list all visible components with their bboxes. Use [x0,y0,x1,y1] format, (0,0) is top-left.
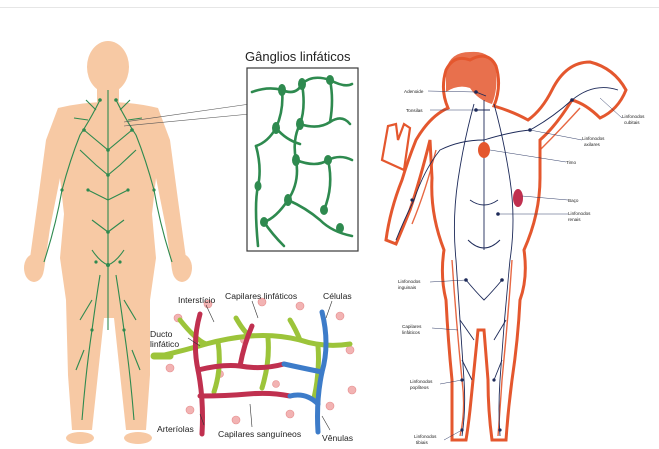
lymph-node-inset [247,68,358,251]
label-linfonodos-cubitais-2: cubitais [624,120,640,125]
label-linfonodos-popliteos-2: poplíteos [410,385,429,390]
label-timo: Timo [566,160,576,165]
label-ducto: Ducto [150,329,173,339]
label-adenoide: Adenoide [404,89,424,94]
label-arteriolas: Arteríolas [157,424,194,434]
label-linfatico: linfático [150,339,179,349]
label-linfonodos-inguinais-2: inguinais [398,285,417,290]
label-capilares-linfaticos-female-1: Capilares [402,324,422,329]
label-capilares-sanguineos: Capilares sanguíneos [218,429,301,439]
label-venulas: Vênulas [322,433,353,443]
inset-title: Gânglios linfáticos [245,49,351,64]
label-linfonodos-cubitais-1: Linfonodos [622,114,645,119]
label-celulas: Células [323,291,352,301]
thymus-organ [478,142,490,158]
label-linfonodos-tibiais-1: Linfonodos [414,434,437,439]
label-linfonodos-axilares-1: Linfonodos [582,136,605,141]
spleen-organ [513,189,523,207]
label-baco: Baço [568,198,579,203]
label-tonsilas: Tonsilas [406,108,423,113]
label-linfonodos-axilares-2: axilares [584,142,601,147]
label-linfonodos-popliteos-1: Linfonodos [410,379,433,384]
capillary-diagram [154,298,356,434]
label-capilares-linfaticos-female-2: linfáticos [402,330,421,335]
label-linfonodos-renais-1: Linfonodos [568,211,591,216]
label-linfonodos-tibiais-2: tibiais [416,440,428,445]
label-linfonodos-inguinais-1: Linfonodos [398,279,421,284]
label-linfonodos-renais-2: renais [568,217,581,222]
label-capilares-linfaticos: Capilares linfáticos [225,291,297,301]
label-intersticio: Interstício [178,295,215,305]
